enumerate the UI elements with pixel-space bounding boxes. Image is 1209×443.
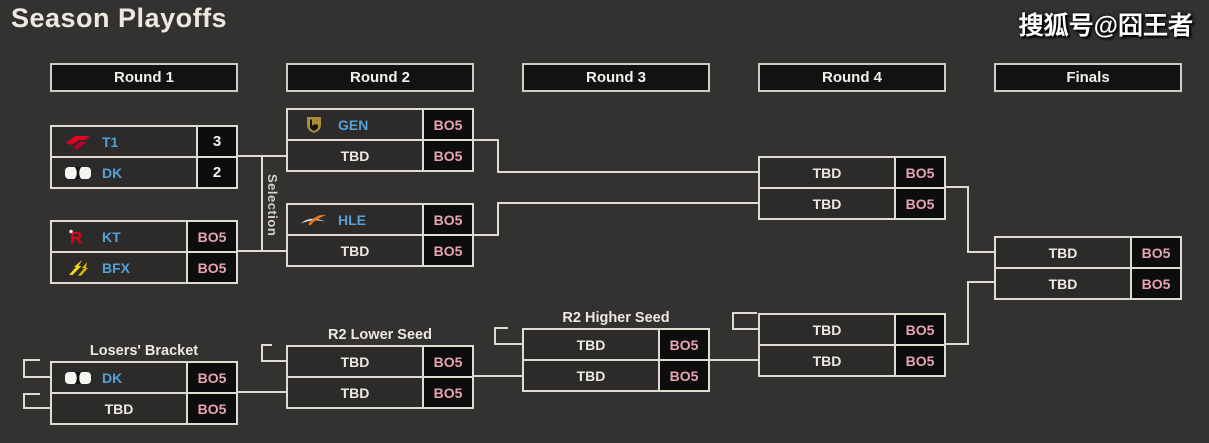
score-cell: BO5 <box>422 378 472 407</box>
team-row[interactable]: TBD BO5 <box>288 139 472 170</box>
score-cell: BO5 <box>658 361 708 390</box>
score-cell: BO5 <box>658 330 708 359</box>
team-name: TBD <box>340 147 370 164</box>
bfx-logo-icon <box>64 259 91 277</box>
match-round4-top: TBD BO5 TBD BO5 <box>758 156 946 220</box>
team-row[interactable]: HLE BO5 <box>288 205 472 234</box>
team-row[interactable]: DK 2 <box>52 156 236 187</box>
team-name: TBD <box>340 353 370 370</box>
team-row[interactable]: TBD BO5 <box>52 392 236 423</box>
connector-line <box>261 344 286 362</box>
connector-line <box>732 312 758 330</box>
team-row[interactable]: TBD BO5 <box>760 344 944 375</box>
team-name: TBD <box>812 321 842 338</box>
score-cell: BO5 <box>894 315 944 344</box>
team-name: DK <box>102 369 123 386</box>
team-row[interactable]: TBD BO5 <box>760 187 944 218</box>
match-round4-bottom: TBD BO5 TBD BO5 <box>758 313 946 377</box>
match-losers-round1: DK BO5 TBD BO5 <box>50 361 238 425</box>
connector-line <box>473 202 758 236</box>
score-cell: 3 <box>196 127 236 156</box>
team-name: GEN <box>338 116 369 133</box>
score-cell: BO5 <box>894 346 944 375</box>
t1-logo-icon <box>64 133 91 151</box>
team-row[interactable]: TBD BO5 <box>760 158 944 187</box>
round1-header: Round 1 <box>50 63 238 92</box>
gen-logo-icon <box>300 116 327 134</box>
score-cell: BO5 <box>1130 269 1180 298</box>
connector-line <box>23 393 50 409</box>
page-title: Season Playoffs <box>11 3 228 33</box>
team-name: TBD <box>1048 275 1078 292</box>
score-cell: BO5 <box>186 253 236 282</box>
match-round2-upper: GEN BO5 TBD BO5 <box>286 108 474 172</box>
team-row[interactable]: TBD BO5 <box>524 330 708 359</box>
round3-header: Round 3 <box>522 63 710 92</box>
score-cell: BO5 <box>894 189 944 218</box>
team-name: TBD <box>104 400 134 417</box>
kt-logo-icon: R <box>64 228 91 246</box>
finals-header: Finals <box>994 63 1182 92</box>
team-name: TBD <box>812 195 842 212</box>
match-r2-higher-seed: TBD BO5 TBD BO5 <box>522 328 710 392</box>
connector-line <box>473 139 758 173</box>
watermark-text: 搜狐号@囧王者 <box>1018 12 1193 40</box>
round2-header: Round 2 <box>286 63 474 92</box>
team-row[interactable]: R KT BO5 <box>52 222 236 251</box>
team-name: TBD <box>340 242 370 259</box>
team-row[interactable]: TBD BO5 <box>288 376 472 407</box>
hle-logo-icon <box>300 211 327 229</box>
team-name: TBD <box>812 164 842 181</box>
team-name: TBD <box>576 367 606 384</box>
match-finals: TBD BO5 TBD BO5 <box>994 236 1182 300</box>
match-round1-lower: R KT BO5 BFX BO5 <box>50 220 238 284</box>
dk-logo-icon <box>64 369 91 387</box>
team-row[interactable]: GEN BO5 <box>288 110 472 139</box>
team-row[interactable]: TBD BO5 <box>760 315 944 344</box>
connector-line <box>494 327 522 345</box>
score-cell: BO5 <box>422 205 472 234</box>
score-cell: BO5 <box>422 110 472 139</box>
r2-lower-seed-label: R2 Lower Seed <box>328 327 432 343</box>
team-row[interactable]: T1 3 <box>52 127 236 156</box>
team-row[interactable]: TBD BO5 <box>996 267 1180 298</box>
connector-line <box>946 186 994 253</box>
score-cell: BO5 <box>1130 238 1180 267</box>
team-row[interactable]: TBD BO5 <box>288 347 472 376</box>
connector-line <box>23 359 50 378</box>
score-cell: BO5 <box>186 363 236 392</box>
selection-label: Selection <box>265 173 280 237</box>
score-cell: BO5 <box>186 394 236 423</box>
team-name: TBD <box>340 384 370 401</box>
score-cell: BO5 <box>422 236 472 265</box>
team-name: BFX <box>102 259 130 276</box>
score-cell: BO5 <box>422 347 472 376</box>
match-round1-upper: T1 3 DK 2 <box>50 125 238 189</box>
score-cell: BO5 <box>422 141 472 170</box>
team-name: KT <box>102 228 121 245</box>
team-name: T1 <box>102 133 119 150</box>
score-cell: 2 <box>196 158 236 187</box>
score-cell: BO5 <box>186 222 236 251</box>
team-row[interactable]: TBD BO5 <box>524 359 708 390</box>
dk-logo-icon <box>64 164 91 182</box>
svg-text:R: R <box>70 228 82 246</box>
team-row[interactable]: TBD BO5 <box>288 234 472 265</box>
team-row[interactable]: BFX BO5 <box>52 251 236 282</box>
round4-header: Round 4 <box>758 63 946 92</box>
match-r2-lower-seed: TBD BO5 TBD BO5 <box>286 345 474 409</box>
team-name: TBD <box>1048 244 1078 261</box>
team-row[interactable]: DK BO5 <box>52 363 236 392</box>
team-name: TBD <box>576 336 606 353</box>
team-row[interactable]: TBD BO5 <box>996 238 1180 267</box>
connector-line <box>946 281 994 345</box>
losers-bracket-label: Losers' Bracket <box>89 343 199 359</box>
team-name: HLE <box>338 211 366 228</box>
team-name: DK <box>102 164 123 181</box>
team-name: TBD <box>812 352 842 369</box>
match-round2-middle: HLE BO5 TBD BO5 <box>286 203 474 267</box>
r2-higher-seed-label: R2 Higher Seed <box>562 310 670 326</box>
score-cell: BO5 <box>894 158 944 187</box>
